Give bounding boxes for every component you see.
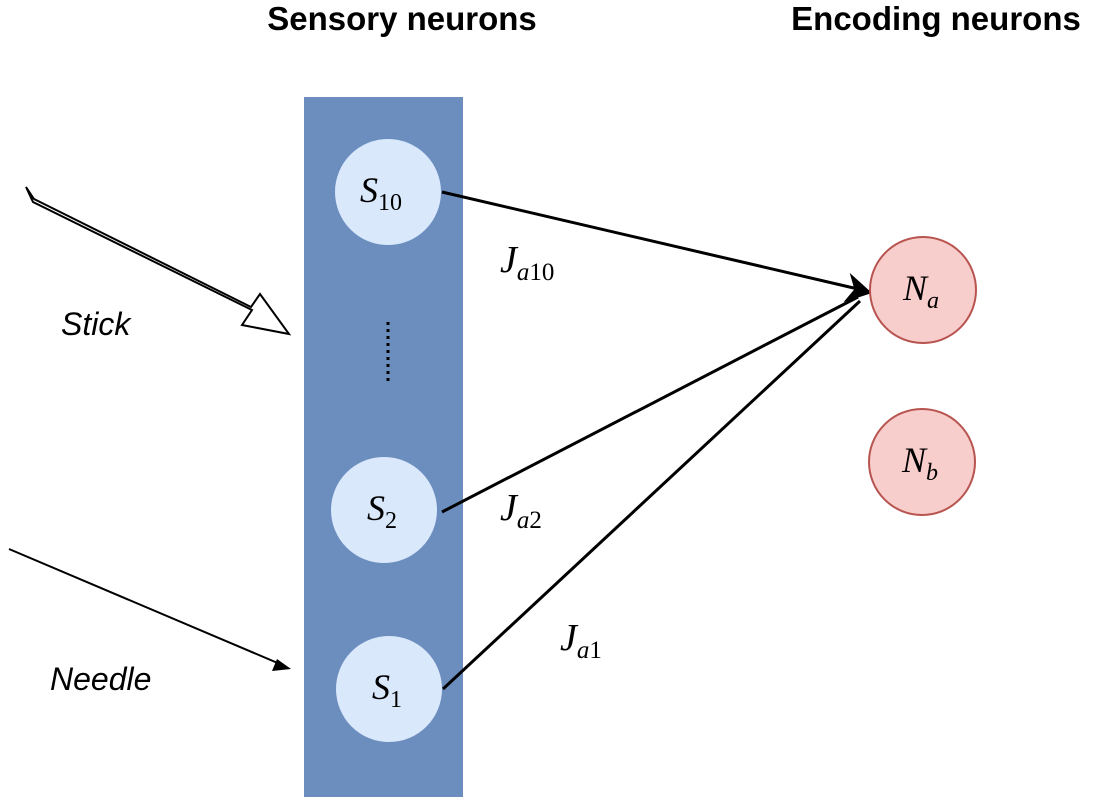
stick-input-label: Stick [61,306,132,342]
sensory-neuron-s10: S10 [335,139,441,245]
weight-label-ja1: Ja1 [560,617,602,664]
sensory-neuron-s2: S2 [331,457,437,563]
sensory-neuron-s1: S1 [336,636,442,742]
connection-s1-na [441,299,862,691]
weight-label-ja2: Ja2 [500,487,542,534]
svg-text:Na: Na [902,268,939,314]
connection-s10-na [441,190,859,291]
connection-arrowhead [843,272,872,303]
needle-input-arrow [8,548,281,665]
svg-text:S10: S10 [360,170,402,216]
svg-text:S2: S2 [367,488,397,534]
encoding-neuron-na: Na [869,236,977,344]
needle-input-label: Needle [50,661,151,697]
stick-input-arrow [25,186,292,336]
encoding-neuron-nb: Nb [868,408,976,516]
needle-input-arrowhead [272,659,291,671]
sensory-neurons-heading: Sensory neurons [267,0,537,37]
svg-text:Nb: Nb [901,440,938,486]
connection-s2-na [441,295,859,514]
weight-label-ja10: Ja10 [500,239,554,286]
svg-text:S1: S1 [372,667,402,713]
encoding-neurons-heading: Encoding neurons [791,0,1081,37]
